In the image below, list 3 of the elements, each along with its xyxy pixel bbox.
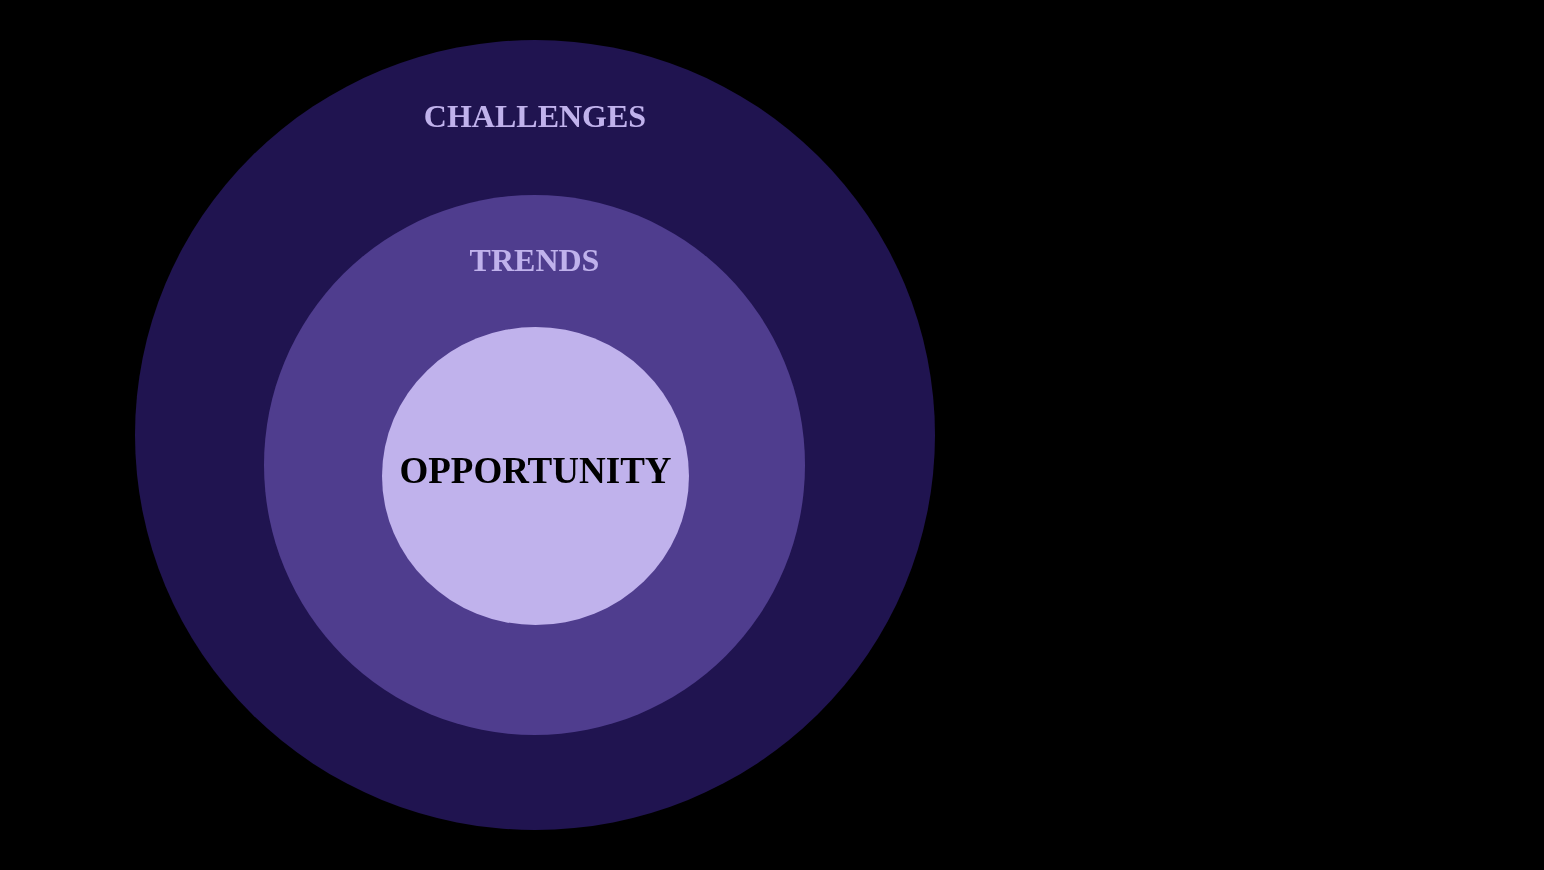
circle-title: CHALLENGES [422,98,648,135]
circle-label: OPPORTUNITY [398,449,673,492]
circle-title: TRENDS [468,242,601,279]
